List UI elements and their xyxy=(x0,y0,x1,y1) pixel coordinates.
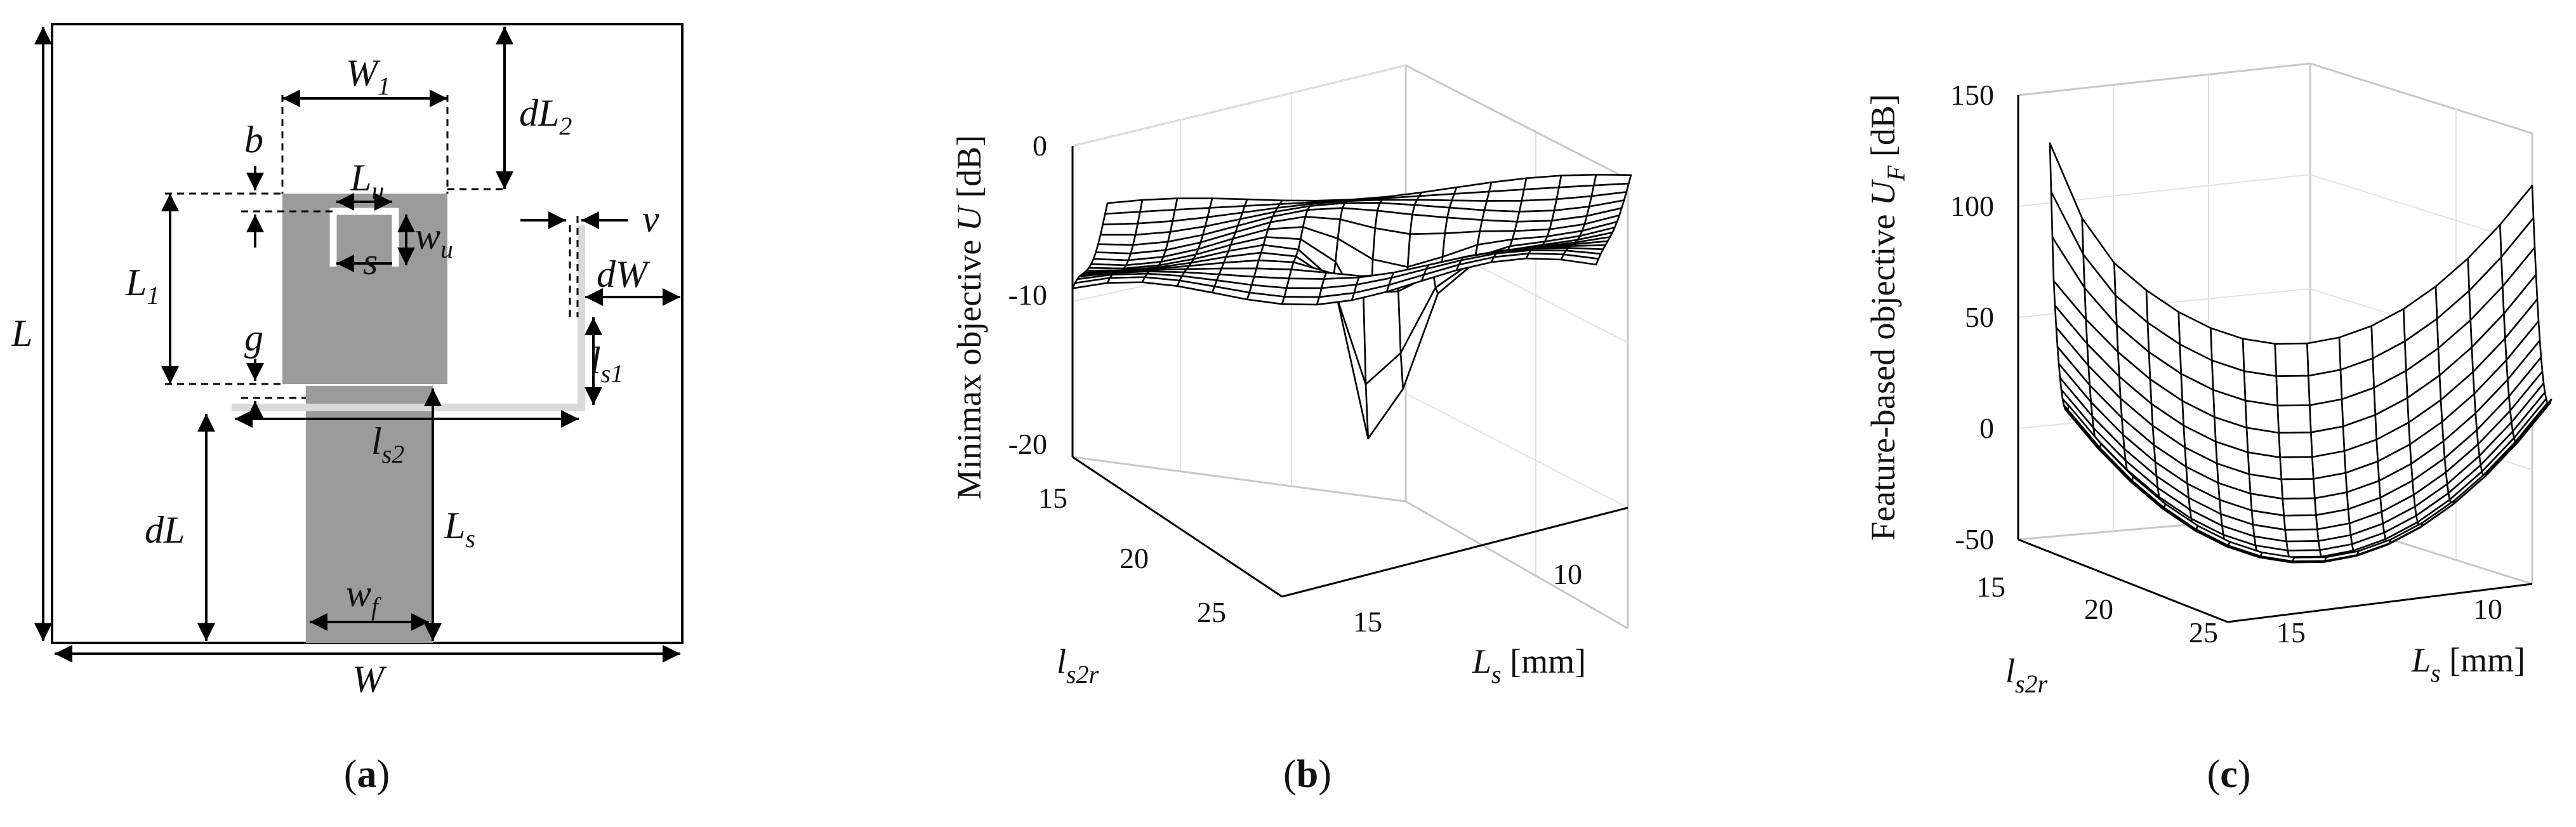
label-dW: dW xyxy=(597,253,651,295)
surface-facet xyxy=(1525,253,1564,261)
label-ls1: ls1 xyxy=(590,340,623,388)
surface-facet xyxy=(2242,338,2277,378)
ztick-c-2: 50 xyxy=(1965,301,1994,333)
xtick-c-0: 10 xyxy=(2473,593,2502,625)
zlabel-c: Feature-based objective UF [dB] xyxy=(1864,94,1910,541)
surface-facet xyxy=(1281,296,1320,306)
ztick-c-0: 150 xyxy=(1950,79,1994,111)
ylabel-c: ls2r xyxy=(2005,652,2048,698)
ztick-c-1: 100 xyxy=(1950,190,1994,222)
surface-facet xyxy=(1106,276,1146,284)
surface-facet xyxy=(2279,456,2315,480)
u-slot xyxy=(329,208,399,267)
surface-facet xyxy=(1286,277,1325,289)
ztick-b-1: -10 xyxy=(1008,279,1047,311)
ytick-b-1: 20 xyxy=(1120,542,1149,574)
surface-facet xyxy=(2282,497,2317,517)
ztick-b-0: 0 xyxy=(1033,129,1047,162)
ytick-c-0: 15 xyxy=(1976,571,2005,603)
surface-facet xyxy=(2292,556,2327,562)
ytick-c-1: 20 xyxy=(2084,593,2113,625)
label-dL2: dL2 xyxy=(519,92,572,140)
zlabel-b: Minimax objective U [dB] xyxy=(950,135,988,500)
panel-c-feature-surface: 150 100 50 0 -50 15 20 25 10 15 Feature-… xyxy=(1864,62,2553,796)
ztick-c-4: -50 xyxy=(1955,523,1994,555)
parasitic-slot-line xyxy=(232,225,585,411)
caption-c: (c) xyxy=(2207,753,2251,796)
surface-facet xyxy=(1283,287,1323,298)
surface-facet xyxy=(1486,189,1525,202)
xtick-b-0: 10 xyxy=(1553,558,1582,590)
surface-facet xyxy=(1451,190,1490,202)
surface-facet xyxy=(2275,374,2311,407)
label-wu: wu xyxy=(415,215,453,263)
label-v: v xyxy=(642,198,659,240)
surface-facet xyxy=(2283,514,2318,531)
label-Ls: Ls xyxy=(444,505,475,553)
xlabel-b: Ls [mm] xyxy=(1472,642,1586,689)
surface-facet xyxy=(2274,342,2309,378)
axis-lines-c xyxy=(2017,95,2533,623)
surface-facet xyxy=(1102,211,1141,226)
ytick-c-2: 25 xyxy=(2189,616,2218,649)
surface-facet xyxy=(2284,528,2320,543)
label-L1: L1 xyxy=(125,261,159,310)
label-L: L xyxy=(11,312,32,354)
xlabel-c: Ls [mm] xyxy=(2411,641,2525,687)
surface-facet xyxy=(1479,219,1518,232)
axis-lines-b xyxy=(1071,146,1628,598)
xtick-c-1: 15 xyxy=(2276,616,2306,649)
surface-facet xyxy=(2280,478,2316,500)
surface-facet xyxy=(1097,234,1137,246)
ytick-b-2: 25 xyxy=(1197,596,1226,628)
label-W: W xyxy=(352,658,387,700)
surface-facet xyxy=(1518,198,1557,213)
ytick-b-0: 15 xyxy=(1038,482,1067,514)
ztick-c-3: 0 xyxy=(1979,412,1994,444)
panel-a-antenna-layout: W1 dL2 b Lu L1 wu s v dW L g ls1 ls2 dL … xyxy=(11,23,684,796)
label-b: b xyxy=(244,119,263,161)
surface-facet xyxy=(2278,431,2313,459)
surface-facet xyxy=(1071,277,1111,289)
surface-facet xyxy=(2276,404,2312,434)
panel-b-minimax-surface: 0 -10 -20 15 20 25 10 15 Minimax objecti… xyxy=(950,64,1632,796)
radiating-patch xyxy=(282,194,447,384)
label-ls2: ls2 xyxy=(371,420,404,468)
surface-facet xyxy=(1099,222,1139,236)
xtick-b-1: 15 xyxy=(1353,605,1382,638)
surface-facet xyxy=(1409,213,1448,235)
label-g: g xyxy=(244,317,263,359)
surface-mesh-b xyxy=(1071,173,1632,440)
label-Lu: Lu xyxy=(350,157,384,205)
ztick-b-2: -20 xyxy=(1008,428,1047,460)
surface-facet xyxy=(2066,404,2102,449)
feed-line xyxy=(306,386,433,643)
label-W1: W1 xyxy=(346,52,390,100)
surface-mesh-c xyxy=(2049,142,2553,564)
label-s: s xyxy=(363,241,378,282)
caption-a: (a) xyxy=(344,753,390,796)
surface-facet xyxy=(2285,540,2321,552)
caption-b: (b) xyxy=(1283,753,1331,796)
label-dL: dL xyxy=(145,509,185,551)
ylabel-b: ls2r xyxy=(1057,642,1099,689)
